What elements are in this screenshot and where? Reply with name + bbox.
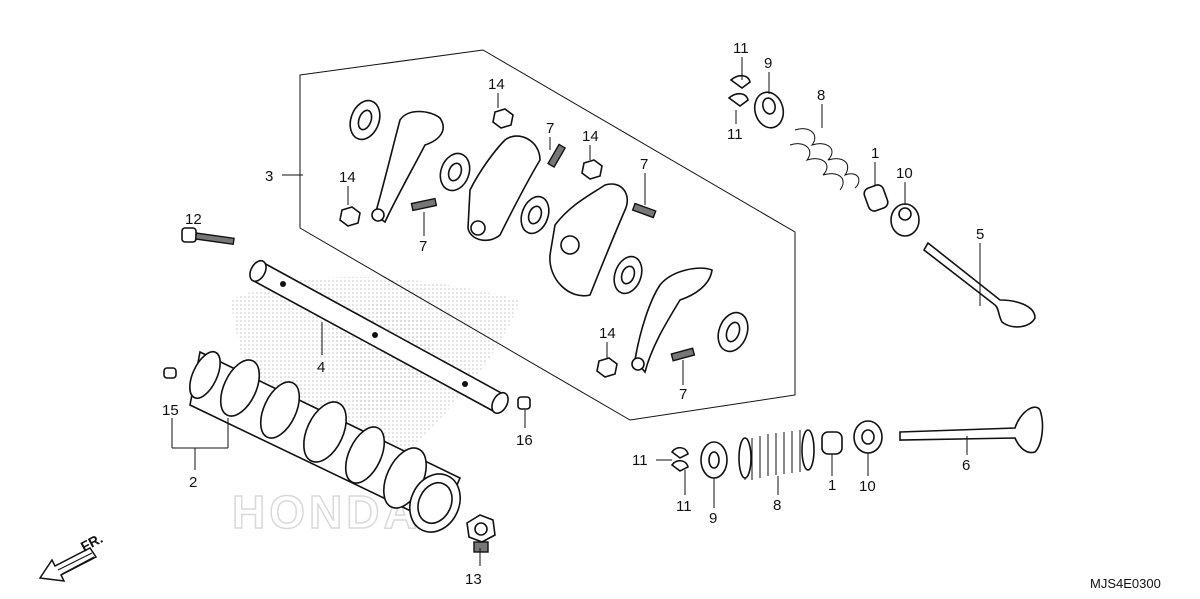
- callout-14b: 14: [488, 76, 505, 93]
- callout-11d: 11: [676, 498, 692, 515]
- rocker-arm-assembly-outline: [299, 49, 796, 421]
- callout-11b: 11: [727, 126, 743, 143]
- callout-5: 5: [976, 226, 984, 243]
- callout-1a: 1: [871, 145, 879, 162]
- callout-9b: 9: [709, 510, 717, 527]
- callout-16: 16: [516, 432, 533, 449]
- callout-labels: 3 4 2 15 12 13 16 14 14 14 14 7 7 7 7 11…: [162, 40, 984, 588]
- callout-12: 12: [185, 211, 202, 228]
- bolt-12: [181, 227, 235, 246]
- callout-4: 4: [317, 359, 325, 376]
- callout-14c: 14: [582, 128, 599, 145]
- callout-10a: 10: [896, 165, 913, 182]
- callout-7a: 7: [546, 120, 554, 137]
- lock-nuts: [339, 108, 618, 378]
- callout-15: 15: [162, 402, 179, 419]
- callout-11c: 11: [632, 452, 648, 469]
- callout-9a: 9: [764, 55, 772, 72]
- rocker-arm-shaft: [249, 259, 509, 415]
- callout-3: 3: [265, 168, 273, 185]
- rocker-arm-1: [371, 110, 444, 224]
- rocker-arm-4: [631, 267, 713, 374]
- callout-2: 2: [189, 474, 197, 491]
- valve-group-lower: [670, 406, 1044, 480]
- callout-13: 13: [465, 571, 482, 588]
- dowel-pins: [163, 367, 531, 410]
- callout-1b: 1: [828, 477, 836, 494]
- callout-7b: 7: [419, 238, 427, 255]
- callout-10b: 10: [859, 478, 876, 495]
- thrust-washers: [349, 99, 749, 353]
- callout-7d: 7: [679, 386, 687, 403]
- callout-7c: 7: [640, 156, 648, 173]
- bolt-13: [466, 514, 496, 553]
- callout-6: 6: [962, 457, 970, 474]
- callout-8a: 8: [817, 87, 825, 104]
- callout-11a: 11: [733, 40, 749, 57]
- callout-14a: 14: [339, 169, 356, 186]
- rocker-arm-2: [467, 135, 541, 242]
- front-direction-arrow: FR.: [38, 530, 105, 582]
- front-direction-label: FR.: [78, 530, 105, 555]
- diagram-code: MJS4E0300: [1090, 576, 1161, 591]
- leader-lines: [171, 57, 981, 566]
- valve-group-upper: [727, 74, 1036, 328]
- adjusting-screws: [410, 143, 696, 362]
- camshaft: [189, 350, 462, 533]
- rocker-arm-3: [549, 183, 629, 297]
- callout-8b: 8: [773, 497, 781, 514]
- callout-14d: 14: [599, 325, 616, 342]
